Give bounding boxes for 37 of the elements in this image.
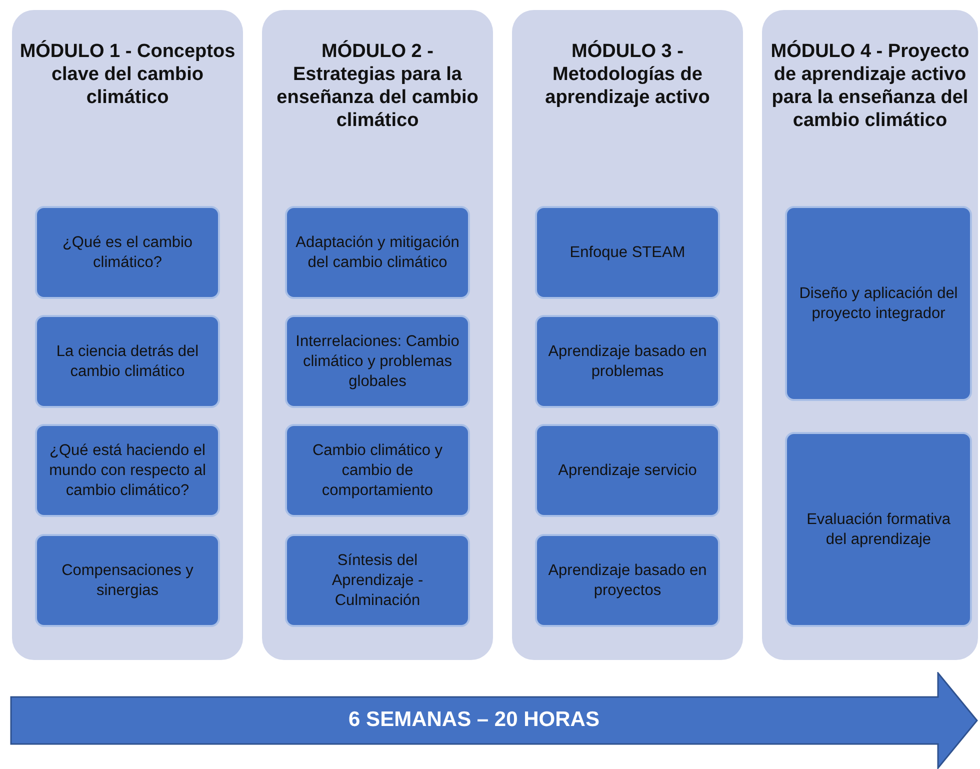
topic-box	[35, 315, 220, 408]
topic-text: La ciencia detrás del cambio climático	[55, 342, 200, 382]
topic-box	[535, 424, 720, 517]
topic-box	[535, 315, 720, 408]
topic-text: Adaptación y mitigación del cambio climático	[294, 232, 460, 272]
module-title: MÓDULO 1 - Conceptos clave del cambio climático	[18, 40, 236, 109]
module-panel	[762, 10, 978, 660]
topic-box	[285, 315, 470, 408]
topic-text: Síntesis del Aprendizaje - Culminación	[330, 550, 424, 610]
topic-text: ¿Qué está haciendo el mundo con respecto al cambio climático?	[48, 440, 207, 500]
topic-box	[535, 206, 720, 299]
topic-box	[35, 534, 220, 627]
topic-text: Aprendizaje basado en problemas	[547, 342, 708, 382]
topic-box	[285, 424, 470, 517]
module-title: MÓDULO 4 - Proyecto de aprendizaje activo para la enseñanza del cambio climático	[770, 40, 970, 132]
duration-text: 6 SEMANAS – 20 HORAS	[348, 708, 600, 732]
topic-text: Interrelaciones: Cambio climático y problemas globales	[294, 332, 460, 392]
topic-box	[35, 206, 220, 299]
topic-box	[535, 534, 720, 627]
topic-box	[285, 534, 470, 627]
module-panel	[262, 10, 493, 660]
topic-text: Enfoque STEAM	[568, 242, 686, 262]
topic-text: Aprendizaje servicio	[557, 460, 698, 480]
topic-box	[285, 206, 470, 299]
topic-box	[35, 424, 220, 517]
topic-text: Cambio climático y cambio de comportamiento	[311, 440, 444, 500]
module-title: MÓDULO 2 - Estrategias para la enseñanza del cambio climático	[276, 40, 480, 132]
module-title: MÓDULO 3 - Metodologías de aprendizaje activo	[544, 40, 711, 109]
topic-text: Compensaciones y sinergias	[60, 560, 194, 600]
topic-text: Diseño y aplicación del proyecto integrador	[798, 284, 959, 324]
module-panel	[12, 10, 243, 660]
topic-text: Evaluación formativa del aprendizaje	[806, 510, 952, 550]
topic-box	[785, 432, 972, 627]
topic-text: ¿Qué es el cambio climático?	[61, 232, 194, 272]
module-panel	[512, 10, 743, 660]
topic-text: Aprendizaje basado en proyectos	[547, 560, 708, 600]
topic-box	[785, 206, 972, 401]
